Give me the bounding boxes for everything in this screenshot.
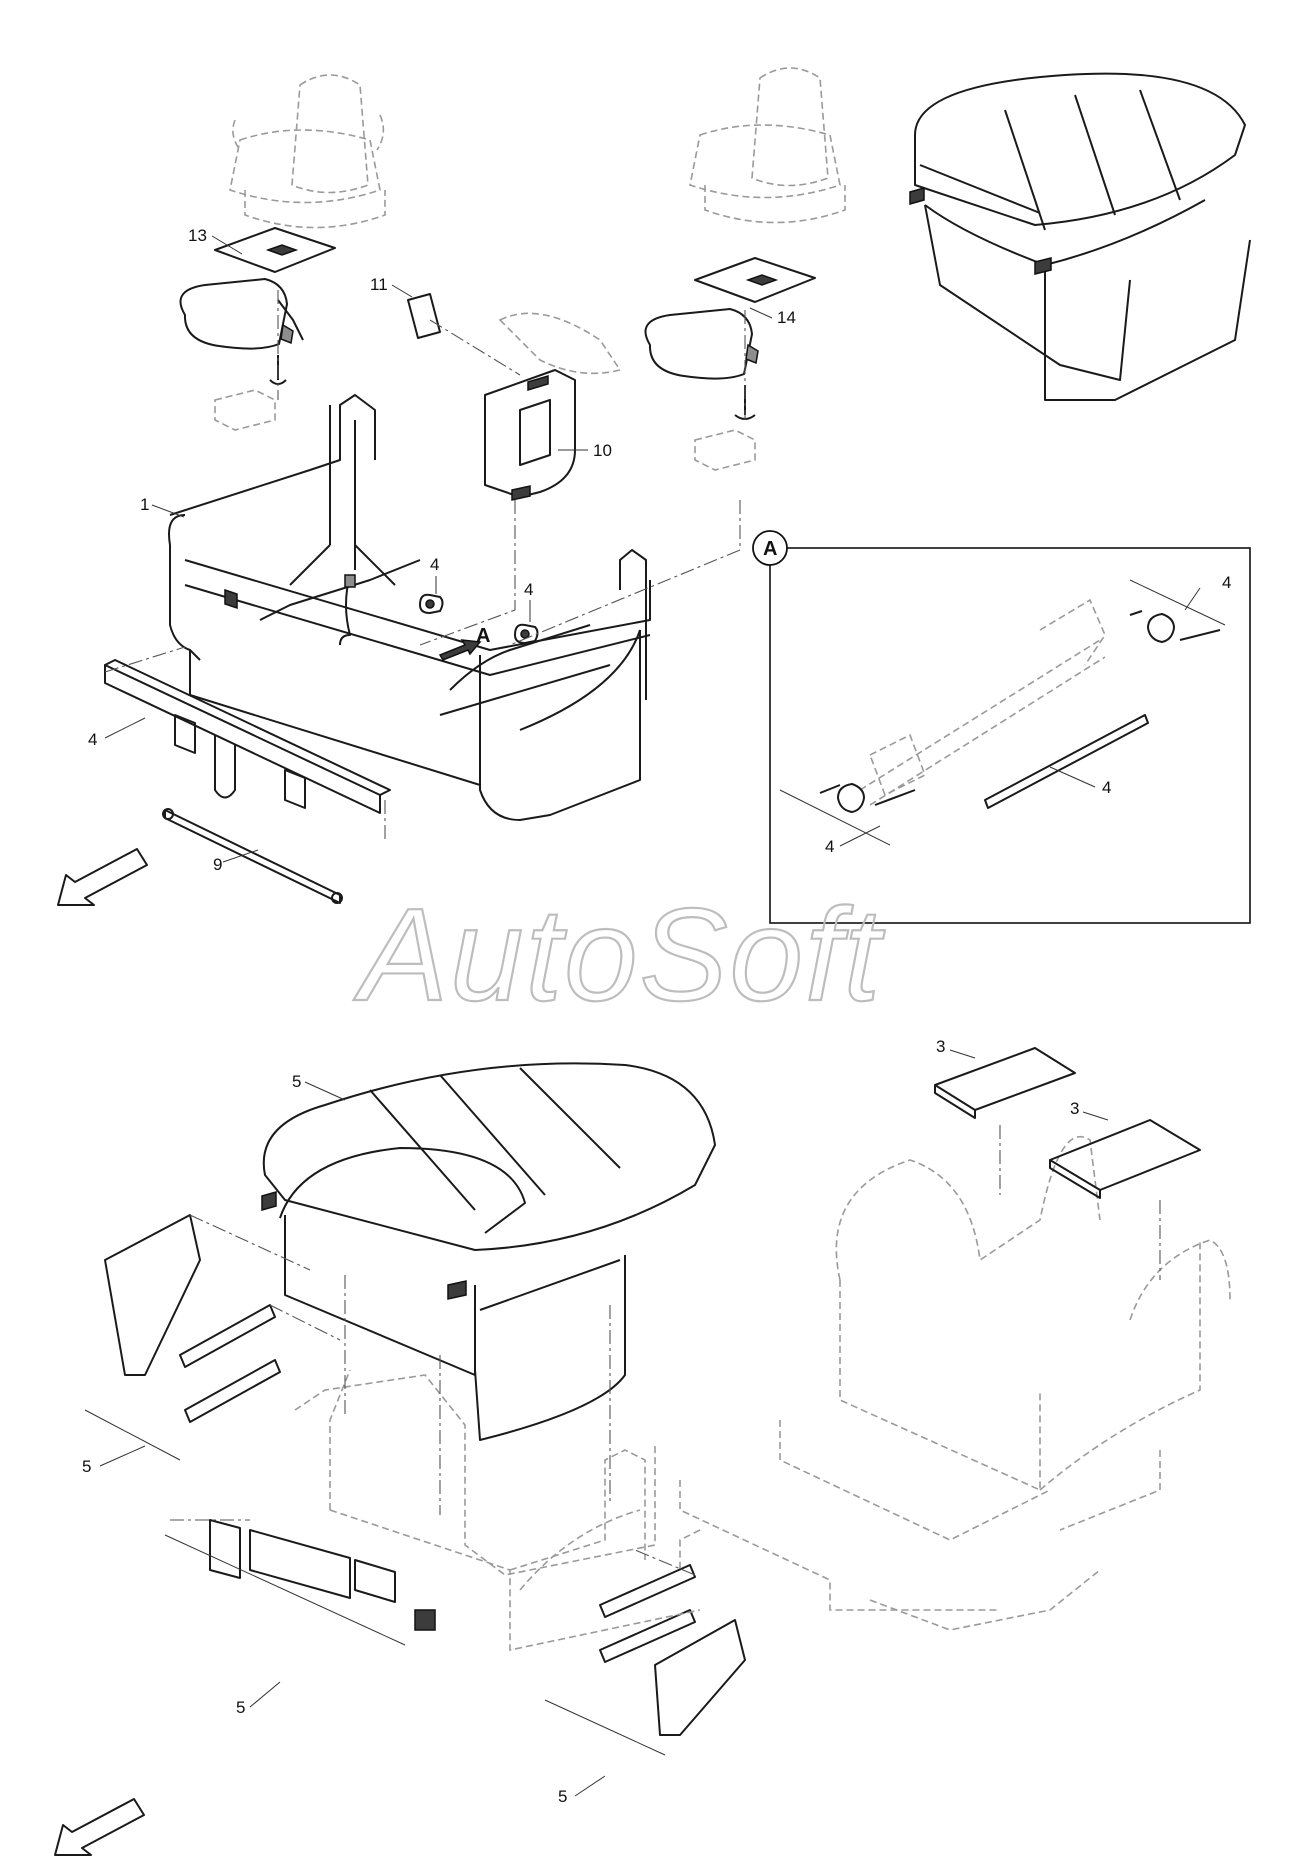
callout-4-c: 4: [88, 730, 97, 749]
plate-3-a: [934, 1047, 1076, 1119]
seat-bracket-14: [644, 257, 816, 420]
view-arrow-a: [438, 639, 482, 661]
console-10: [484, 312, 622, 501]
callout-9: 9: [213, 855, 222, 874]
detail-view-a: [752, 530, 1251, 924]
frame-ghost-bottom: [294, 1369, 701, 1651]
callout-4-d: 4: [1222, 573, 1231, 592]
callout-10: 10: [593, 441, 612, 460]
callouts: 13 11 14 10 1 4 4 A 4 9 A 4 4 4 5 3 3 5 …: [82, 226, 1231, 1806]
bushing-4-a: [419, 593, 444, 614]
assembly-lines-top: [104, 290, 756, 840]
callout-4-b: 4: [524, 580, 533, 599]
detail-a-marker: A: [763, 538, 777, 560]
callout-5-d: 5: [558, 1787, 567, 1806]
plate-11: [407, 293, 441, 339]
direction-arrow-top: [57, 848, 148, 906]
plate-3-b: [1049, 1119, 1201, 1199]
crossbeam-4: [104, 659, 391, 814]
callout-4-e: 4: [1102, 778, 1111, 797]
watermark: AutoSoft: [352, 880, 886, 1029]
callout-3-b: 3: [1070, 1099, 1079, 1118]
direction-arrow-bottom: [54, 1798, 145, 1856]
callout-4-f: 4: [825, 837, 834, 856]
callout-1: 1: [140, 495, 149, 514]
leader-lines: [99, 235, 1201, 1797]
rod-9: [162, 808, 343, 904]
callout-4-a: 4: [430, 555, 439, 574]
callout-5-b: 5: [82, 1457, 91, 1476]
watermark-text: AutoSoft: [353, 881, 886, 1028]
callout-view-a: A: [476, 625, 490, 647]
assembly-lines-bottom: [170, 1125, 1161, 1576]
callout-14: 14: [777, 308, 796, 327]
callout-5-a: 5: [292, 1072, 301, 1091]
bushing-4-b: [514, 623, 539, 644]
callout-3-a: 3: [936, 1037, 945, 1056]
bracket-lines: [84, 579, 1226, 1756]
seat-bracket-13: [179, 227, 336, 385]
side-panels-5: [104, 1214, 746, 1736]
callout-5-c: 5: [236, 1698, 245, 1717]
covered-cab-bottom: [261, 1062, 716, 1441]
frame-1: [168, 394, 651, 821]
covered-cab-top: [909, 72, 1251, 401]
seat-right-ghost: [689, 67, 846, 224]
callout-11: 11: [370, 275, 388, 294]
frame-ghost-right: [679, 1135, 1231, 1631]
callout-13: 13: [188, 226, 207, 245]
seat-left-ghost: [229, 74, 386, 229]
